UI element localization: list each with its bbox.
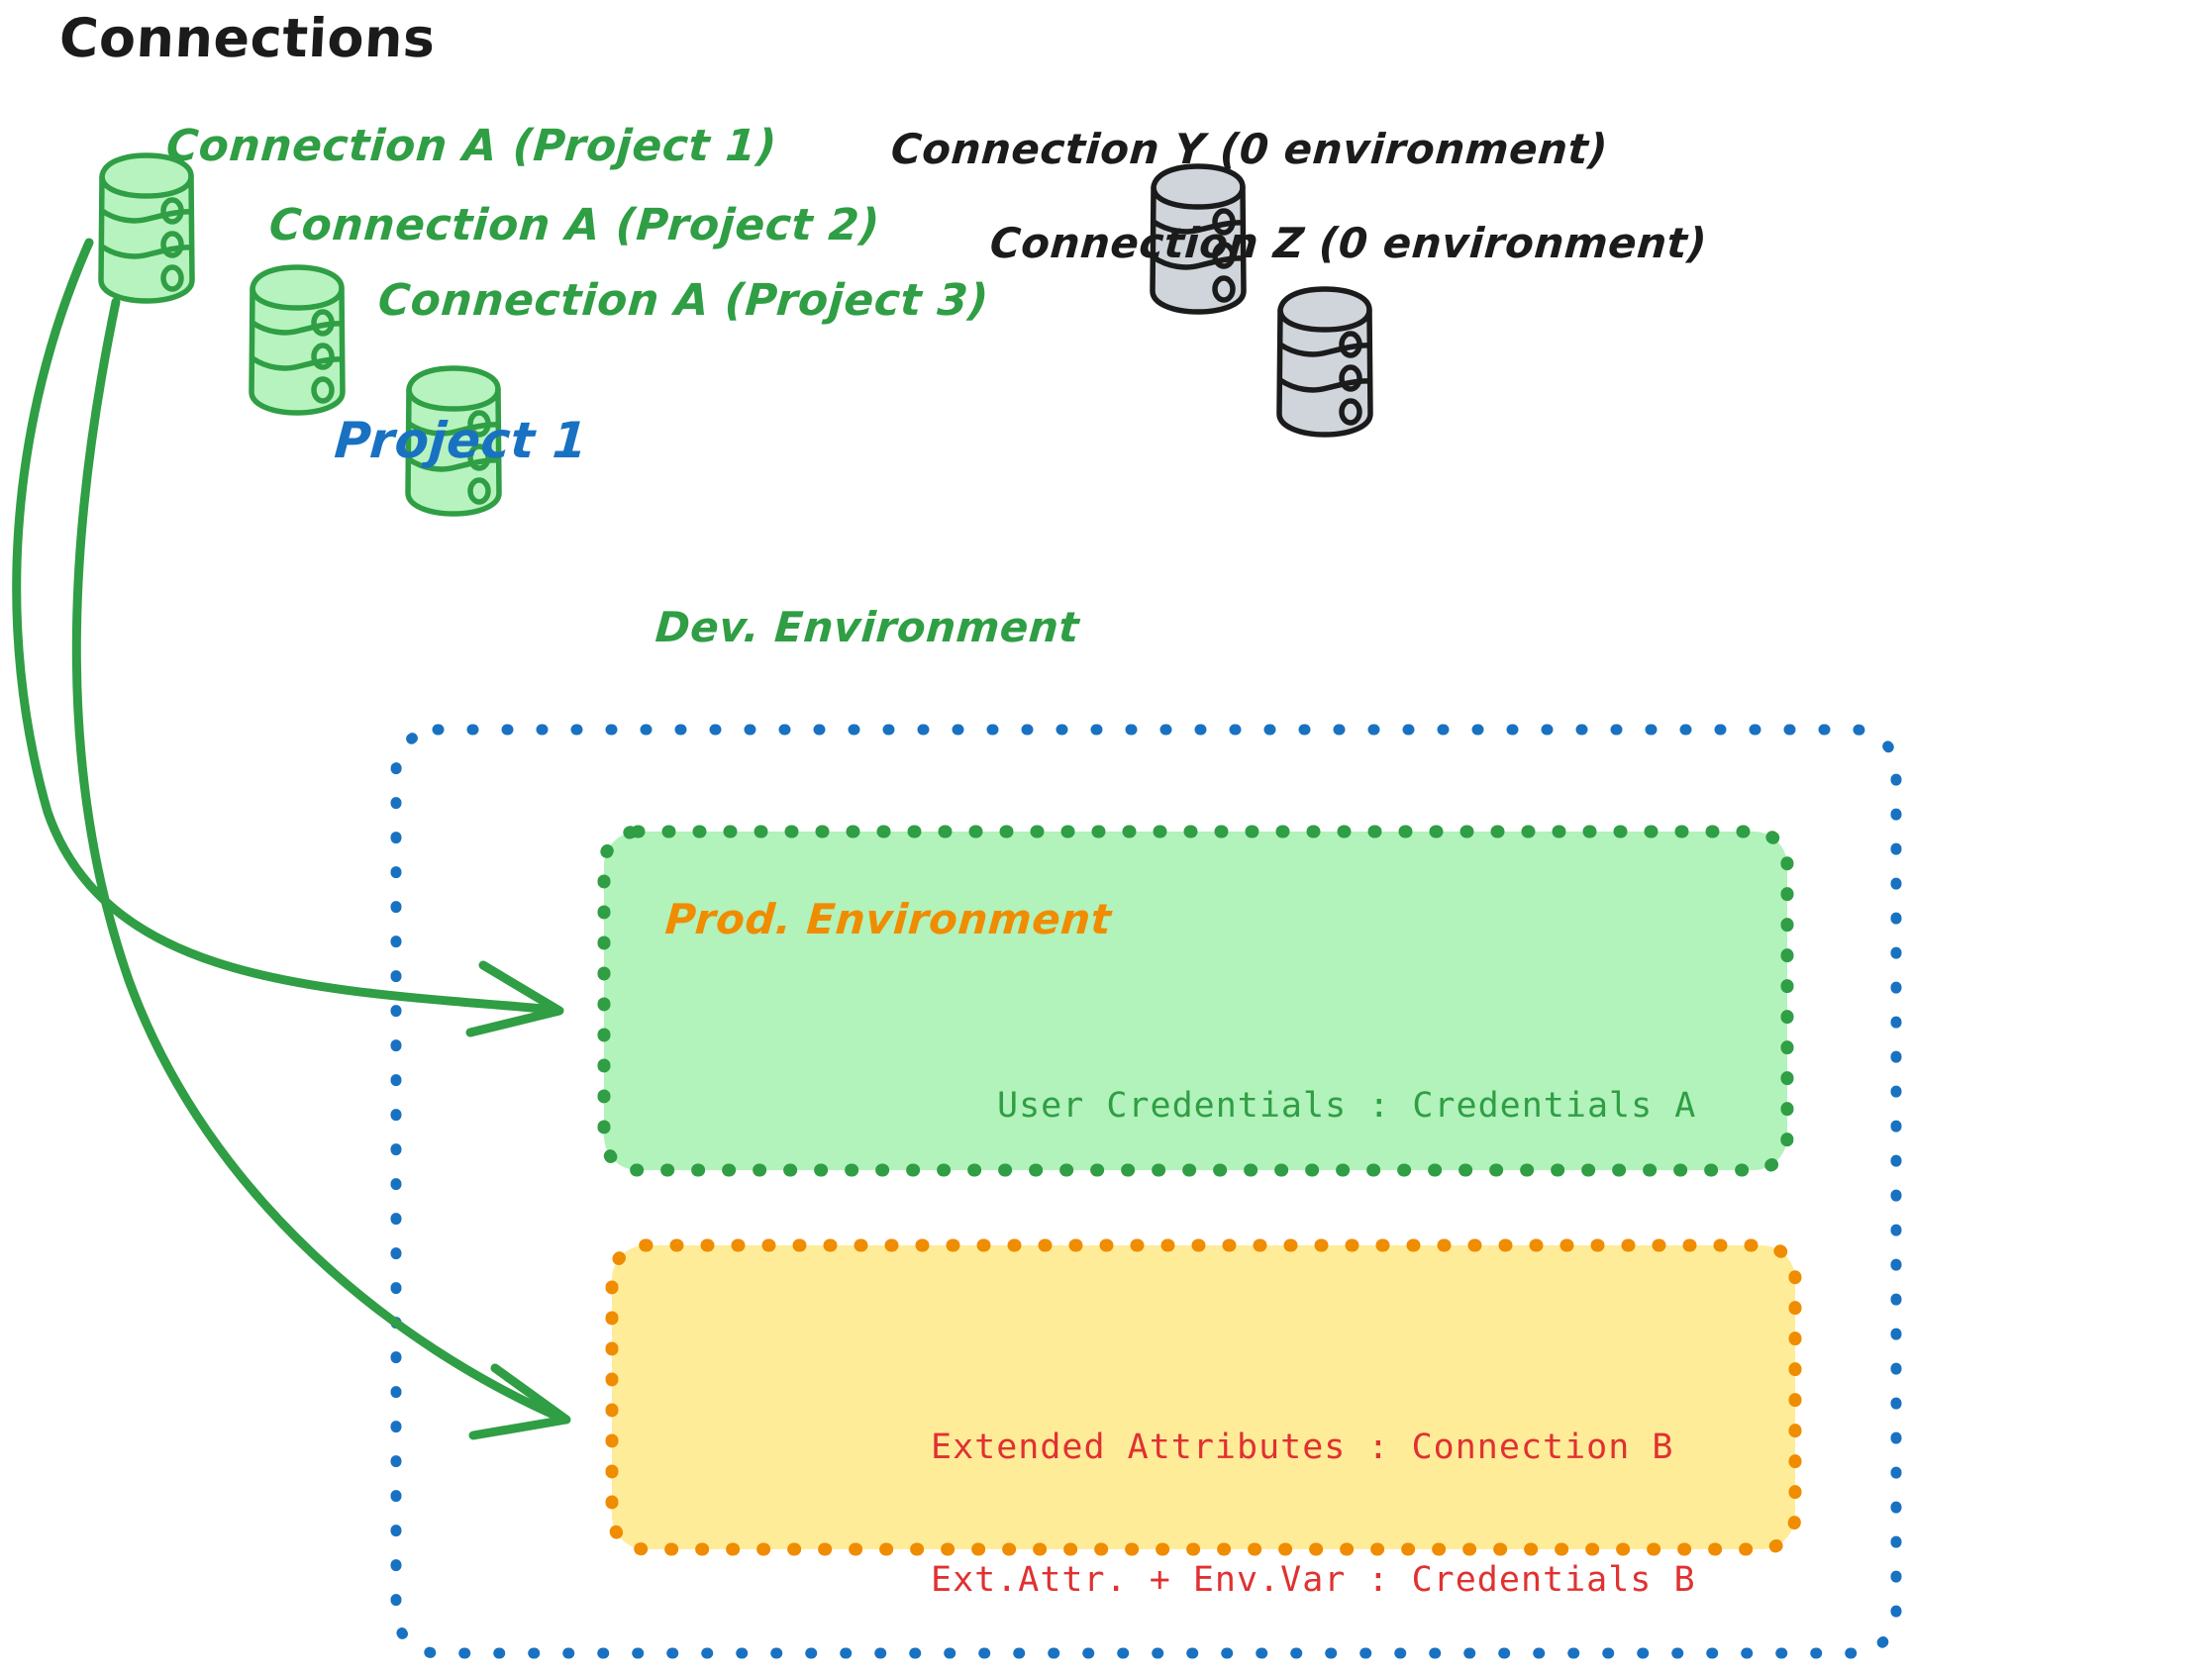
dev-environment-box xyxy=(597,825,1794,1177)
connection-label-a-project-3: Connection A (Project 3) xyxy=(376,275,991,326)
prod-environment-box xyxy=(605,1238,1802,1556)
arrow-conn-a-to-dev xyxy=(12,238,564,1037)
connection-label-z: Connection Z (0 environment) xyxy=(988,219,1709,267)
arrow-conn-a-to-prod xyxy=(71,297,571,1440)
connection-label-y: Connection Y (0 environment) xyxy=(889,125,1610,173)
connection-label-a-project-1: Connection A (Project 1) xyxy=(164,121,779,171)
prod-environment-attribute-lines: Extended Attributes : Connection B Ext.A… xyxy=(931,1336,1696,1674)
dev-environment-title: Dev. Environment xyxy=(654,603,1081,651)
connection-label-a-project-2: Connection A (Project 2) xyxy=(267,200,882,250)
prod-environment-title: Prod. Environment xyxy=(663,895,1114,943)
database-icon-conn-a-project-1 xyxy=(98,152,195,304)
project-title: Project 1 xyxy=(332,412,590,469)
project-1-container xyxy=(390,724,1902,1659)
page-title: Connections xyxy=(57,7,438,69)
database-icon-conn-z xyxy=(1276,286,1373,438)
database-icon-conn-a-project-2 xyxy=(249,264,346,416)
prod-environment-line-1: Extended Attributes : Connection B xyxy=(931,1427,1674,1467)
dev-environment-credentials-line: User Credentials : Credentials A xyxy=(997,1086,1697,1126)
prod-environment-line-2: Ext.Attr. + Env.Var : Credentials B xyxy=(931,1559,1696,1600)
database-icon-conn-y xyxy=(1150,163,1247,315)
database-icon-conn-a-project-3 xyxy=(405,365,502,517)
